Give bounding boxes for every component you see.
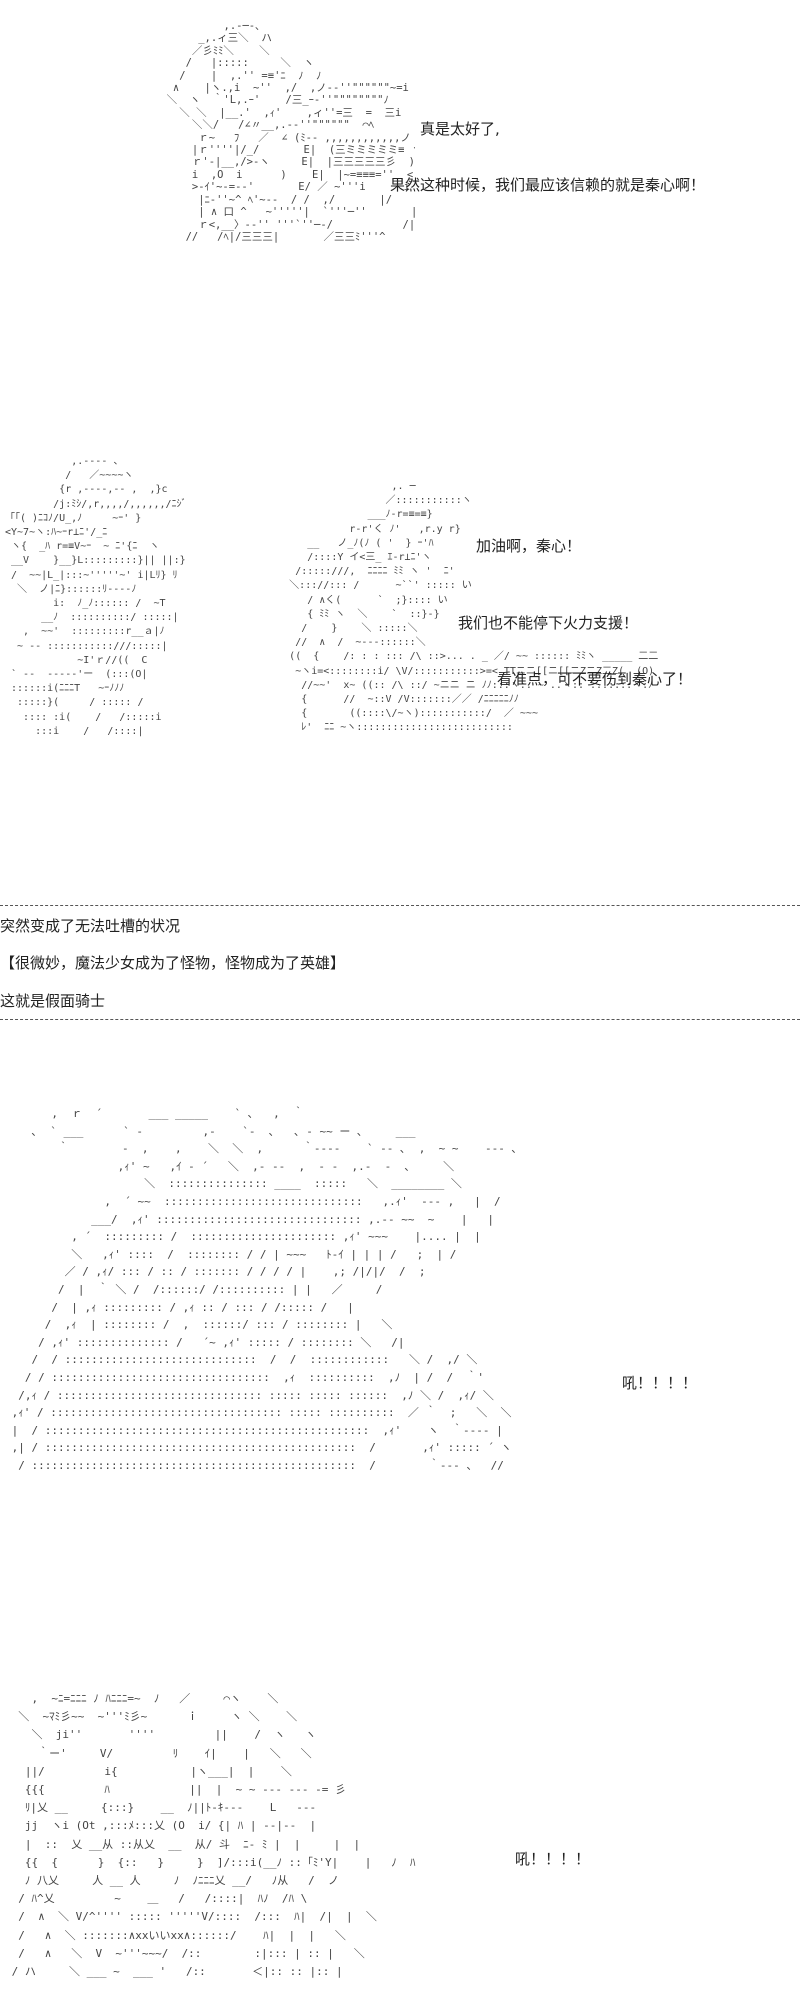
narration-line-2: 【很微妙，魔法少女成为了怪物，怪物成为了英雄】 bbox=[0, 954, 346, 972]
dialogue-line-5: 看准点，可不要伤到秦心了！ bbox=[497, 670, 693, 688]
ascii-art-character-left: ,.-‐‐‐ 、 / ／~~~~ヽ {r ,-‐‐‐,-- , ,}c /j:ﾐ… bbox=[5, 456, 187, 737]
ascii-art-monster: , ｒ ´ ___ _____ ` ､ , ｀ ､ ` ___ ` ‐ ,‐ `… bbox=[11, 1107, 517, 1472]
dialogue-line-3: 加油啊，秦心！ bbox=[476, 537, 582, 555]
dialogue-line-2: 果然这种时候，我们最应该信赖的就是秦心啊！ bbox=[390, 176, 706, 194]
ascii-art-monster-closeup: , ~ﾆ=ﾆﾆﾆ ﾉ ﾊﾆﾆﾆ=~ ﾉ ／ ⌒ヽ ＼ ＼ ~ﾏﾐ彡~~ ~'''… bbox=[11, 1692, 416, 1979]
divider-top bbox=[0, 905, 800, 906]
narration-line-3: 这就是假面骑士 bbox=[0, 992, 106, 1010]
dialogue-line-4: 我们也不能停下火力支援！ bbox=[458, 614, 639, 632]
divider-bottom bbox=[0, 1019, 800, 1020]
ascii-art-character-with-cannon: ,. ─ ／:::::::::::ヽ ___ﾉ‐r=≡=≡} r‐r'く ﾉ' … bbox=[289, 481, 659, 734]
ascii-art-character-group-top: ,.-─‐､ _,.ィ三＼ ハ ／彡ﾐﾐ＼ ＼ / |::::: ＼ ヽ / |… bbox=[166, 20, 415, 243]
narration-line-1: 突然变成了无法吐槽的状况 bbox=[0, 917, 181, 935]
roar-text-2: 吼！！！！ bbox=[515, 1850, 591, 1868]
dialogue-line-1: 真是太好了, bbox=[420, 120, 500, 138]
roar-text-1: 吼！！！！ bbox=[622, 1374, 698, 1392]
